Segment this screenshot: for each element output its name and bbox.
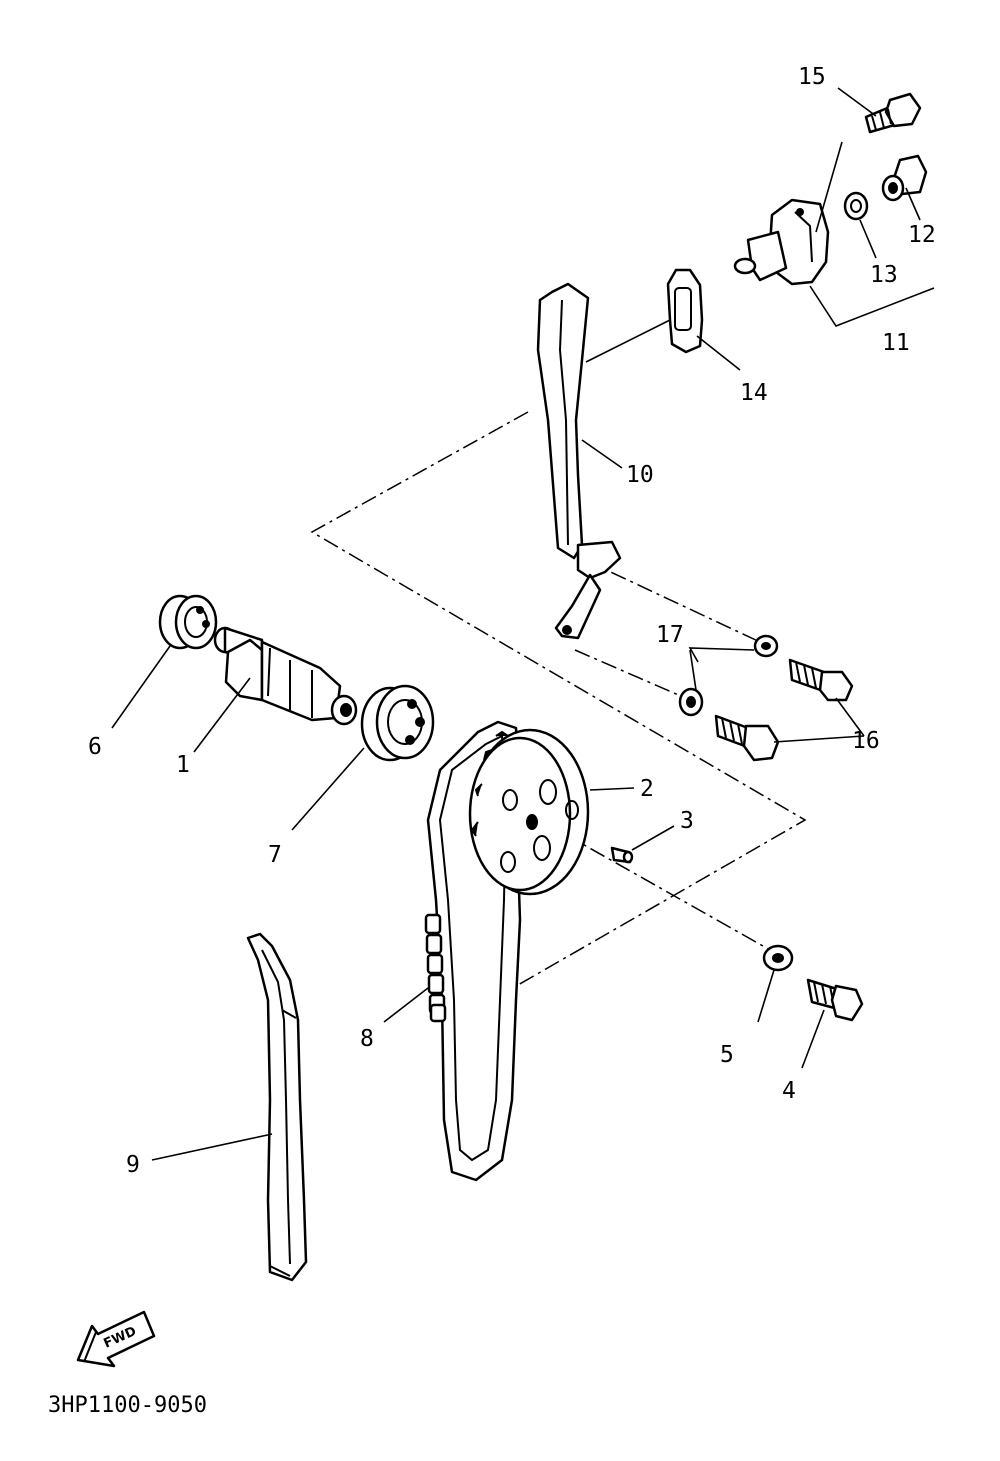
part-2-cam-sprocket [468, 728, 590, 896]
part-15-bolt [864, 92, 922, 134]
part-16-bolts [714, 658, 854, 762]
callout-12: 12 [908, 222, 936, 248]
part-6-bearing [158, 594, 218, 650]
callout-4: 4 [782, 1078, 796, 1104]
part-7-bearing [360, 684, 435, 762]
callout-17: 17 [656, 622, 684, 648]
drawing-code: 3HP1100-9050 [48, 1393, 207, 1418]
part-17-washers [678, 634, 779, 717]
callout-9: 9 [126, 1152, 140, 1178]
callout-13: 13 [870, 262, 898, 288]
callout-1: 1 [176, 752, 190, 778]
callout-2: 2 [640, 776, 654, 802]
part-14-gasket [666, 268, 704, 354]
part-9-chain-guide [246, 932, 308, 1282]
callout-15: 15 [798, 64, 826, 90]
part-11-tensioner-assembly [733, 198, 830, 286]
callout-14: 14 [740, 380, 768, 406]
callout-8: 8 [360, 1026, 374, 1052]
callout-11: 11 [882, 330, 910, 356]
callout-6: 6 [88, 734, 102, 760]
callout-5: 5 [720, 1042, 734, 1068]
part-5-washer [762, 944, 794, 972]
leader-lines [111, 87, 935, 1161]
callout-labels: 15 12 13 11 14 10 17 16 6 1 2 3 7 8 5 4 … [88, 64, 936, 1178]
part-3-dowel-pin [610, 846, 634, 864]
part-4-bolt [806, 978, 864, 1022]
callout-10: 10 [626, 462, 654, 488]
part-13-ring [843, 191, 869, 221]
part-10-tensioner-guide [536, 282, 622, 640]
part-1-camshaft [213, 626, 358, 726]
callout-3: 3 [680, 808, 694, 834]
forward-arrow-icon: FWD [76, 1310, 156, 1368]
chain-link-sample [424, 913, 447, 1023]
part-12-cap-bolt [881, 154, 928, 202]
callout-7: 7 [268, 842, 282, 868]
callout-16: 16 [852, 728, 880, 754]
